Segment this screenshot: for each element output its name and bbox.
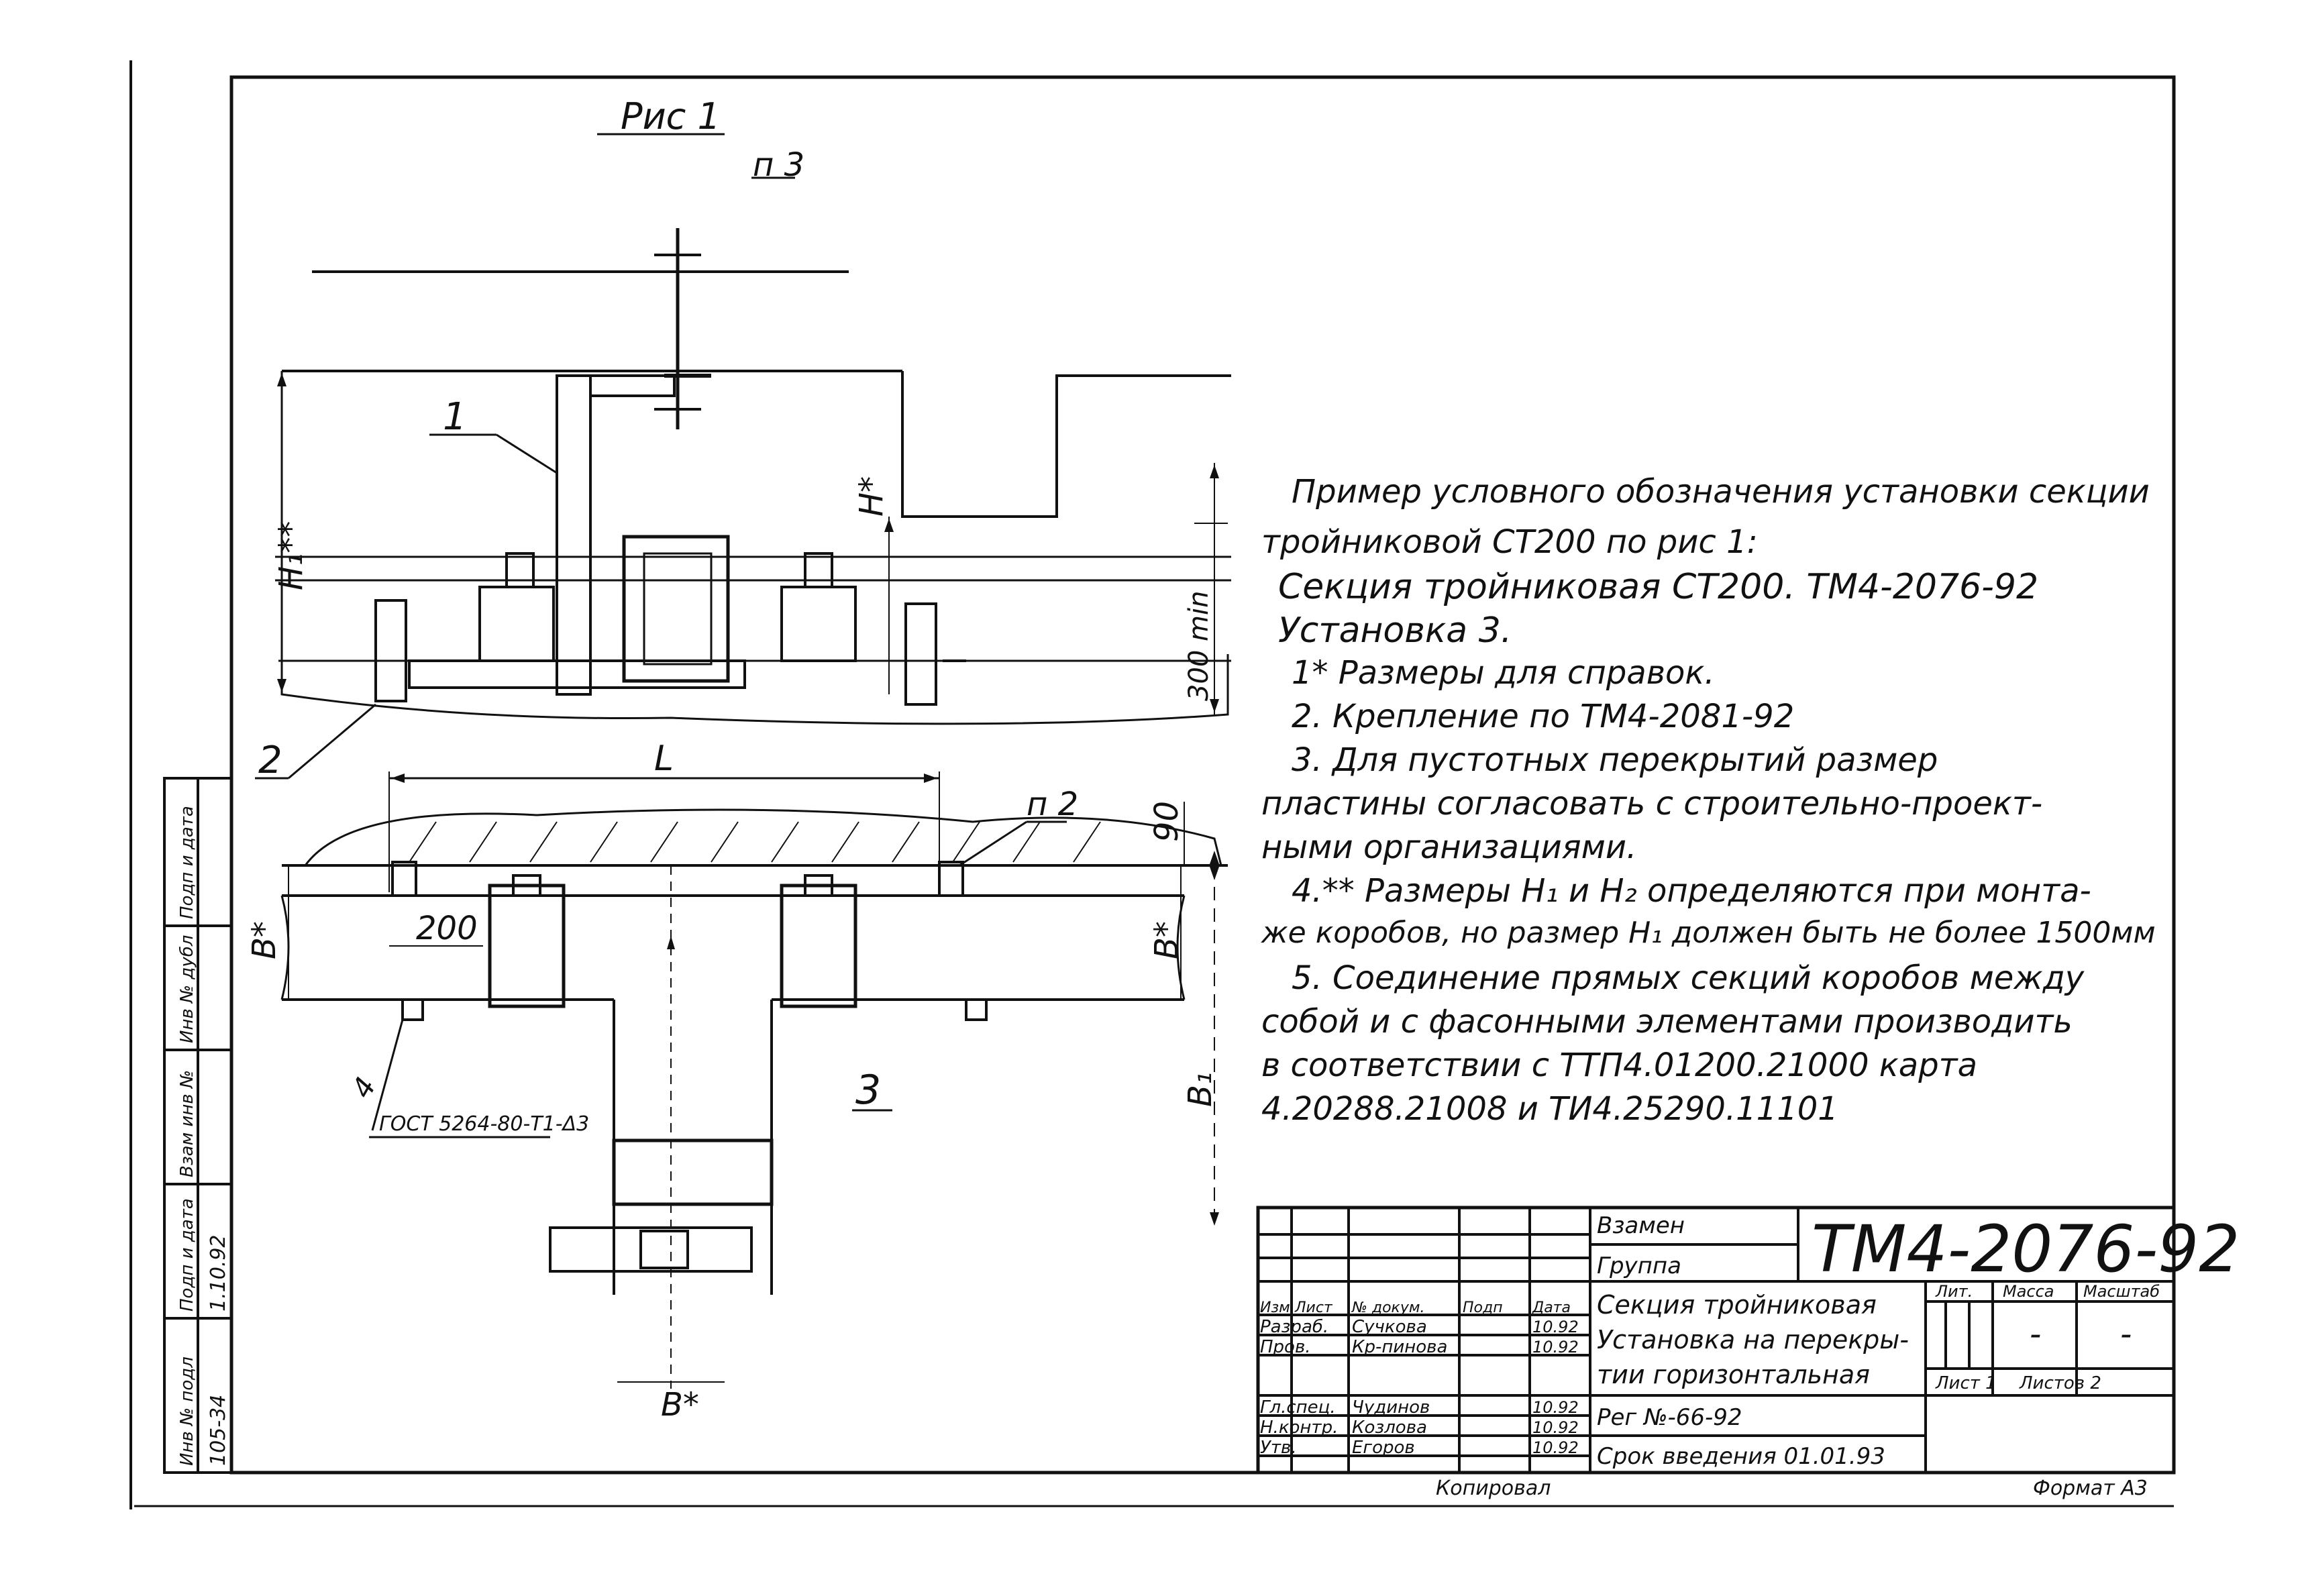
drawing-markers — [277, 373, 1219, 1226]
tb-name-1: Кр-пинова — [1352, 1337, 1447, 1357]
callout-item2: 2 — [258, 739, 282, 782]
dim-200: 200 — [416, 910, 478, 947]
tb-sheets: Листов 2 — [2019, 1373, 2101, 1393]
tb-date-2: 10.92 — [1532, 1398, 1579, 1417]
tb-name-4: Егоров — [1352, 1438, 1415, 1458]
tb-mass: - — [2030, 1316, 2041, 1353]
callout-p3: п 3 — [753, 146, 804, 184]
tb-title-0: Секция тройниковая — [1597, 1290, 1877, 1320]
tb-scale: - — [2120, 1316, 2132, 1353]
side-field-3: Инв № дубл — [177, 935, 197, 1043]
footer-copied: Копировал — [1436, 1477, 1551, 1500]
dim-b-left: B* — [246, 921, 283, 959]
note-line-5: 2. Крепление по ТМ4-2081-92 — [1292, 698, 1795, 735]
note-line-8: ными организациями. — [1261, 829, 1637, 866]
tb-role-1: Пров. — [1260, 1337, 1311, 1357]
tb-h-doc: № докум. — [1351, 1299, 1424, 1316]
note-line-10: же коробов, но размер H₁ должен быть не … — [1261, 916, 2156, 950]
doc-number: ТМ4-2076-92 — [1812, 1212, 2240, 1287]
dim-300: 300 min — [1184, 591, 1214, 702]
tb-date-4: 10.92 — [1532, 1438, 1579, 1457]
tb-h-date: Дата — [1532, 1299, 1571, 1316]
top-section-view — [255, 176, 1231, 780]
tb-role-0: Разраб. — [1260, 1317, 1328, 1337]
weld-note: ГОСТ 5264-80-Т1-Δ3 — [379, 1112, 589, 1136]
note-line-6: 3. Для пустотных перекрытий размер — [1292, 741, 1938, 779]
tb-group: Группа — [1597, 1253, 1681, 1279]
tb-role-4: Утв. — [1260, 1438, 1297, 1458]
side-stamp — [163, 777, 233, 1474]
note-line-11: 5. Соединение прямых секций коробов межд… — [1292, 959, 2085, 997]
footer-format: Формат А3 — [2033, 1477, 2148, 1500]
tb-reg-no: Рег №-66-92 — [1597, 1404, 1742, 1431]
drawing-frame — [229, 75, 2176, 1475]
side-field-2: Взам инв № — [177, 1070, 197, 1177]
tb-lit-label: Лит. — [1935, 1282, 1973, 1301]
dim-l: L — [654, 739, 674, 779]
tb-role-2: Гл.спец. — [1260, 1397, 1336, 1418]
note-line-2: Секция тройниковая СТ200. ТМ4-2076-92 — [1278, 567, 2039, 607]
title-block — [1256, 1206, 2176, 1475]
tb-h-list: Лист — [1294, 1299, 1333, 1316]
tb-name-0: Сучкова — [1352, 1317, 1427, 1337]
plan-view — [280, 772, 1228, 1389]
callout-item1: 1 — [443, 395, 467, 439]
tb-name-2: Чудинов — [1352, 1397, 1430, 1418]
tb-name-3: Козлова — [1352, 1418, 1427, 1438]
dim-b-right: B* — [1148, 921, 1186, 959]
side-field-1: Подп и дата — [177, 1198, 197, 1312]
dim-h1: H₁** — [272, 521, 310, 590]
dim-b1: B₁ — [1182, 1072, 1219, 1107]
side-field-0: Инв № подл — [177, 1356, 197, 1466]
note-line-4: 1* Размеры для справок. — [1292, 654, 1715, 692]
tb-date-0: 10.92 — [1532, 1318, 1579, 1336]
note-line-1: тройниковой СТ200 по рис 1: — [1261, 523, 1758, 561]
side-inv: 105-34 — [207, 1395, 230, 1466]
tb-mass-label: Масса — [2003, 1282, 2054, 1301]
tb-role-3: Н.контр. — [1260, 1418, 1338, 1438]
callout-item4: 4 — [345, 1071, 382, 1104]
tb-title-2: тии горизонтальная — [1597, 1360, 1870, 1389]
callout-item3: 3 — [855, 1067, 881, 1114]
note-line-3: Установка 3. — [1278, 610, 1512, 651]
tb-scale-label: Масштаб — [2083, 1282, 2160, 1301]
note-line-7: пластины согласовать с строительно-проек… — [1261, 785, 2043, 822]
note-line-9: 4.** Размеры H₁ и H₂ определяются при мо… — [1292, 872, 2091, 910]
note-line-14: 4.20288.21008 и ТИ4.25290.11101 — [1261, 1090, 1838, 1128]
tb-title-1: Установка на перекры- — [1597, 1325, 1909, 1354]
tb-h-sign: Подп — [1463, 1299, 1503, 1316]
tb-replaces: Взамен — [1597, 1212, 1685, 1239]
dim-b-bottom: B* — [661, 1386, 699, 1424]
tb-date-3: 10.92 — [1532, 1418, 1579, 1437]
figure-title: Рис 1 — [621, 95, 721, 138]
tb-term: Срок введения 01.01.93 — [1597, 1443, 1885, 1470]
note-line-13: в соответствии с ТТП4.01200.21000 карта — [1261, 1047, 1978, 1084]
tb-date-1: 10.92 — [1532, 1338, 1579, 1356]
side-field-4: Подп и дата — [177, 806, 197, 919]
side-date: 1.10.92 — [207, 1234, 230, 1312]
dim-h: H* — [853, 476, 890, 517]
tb-sheet: Лист 1 — [1935, 1373, 1997, 1393]
note-line-12: собой и с фасонными элементами производи… — [1261, 1003, 2073, 1041]
callout-p2: п 2 — [1027, 786, 1078, 823]
note-line-0: Пример условного обозначения установки с… — [1292, 473, 2150, 511]
dim-90: 90 — [1148, 801, 1186, 842]
tb-h-izm: Изм — [1260, 1299, 1290, 1316]
